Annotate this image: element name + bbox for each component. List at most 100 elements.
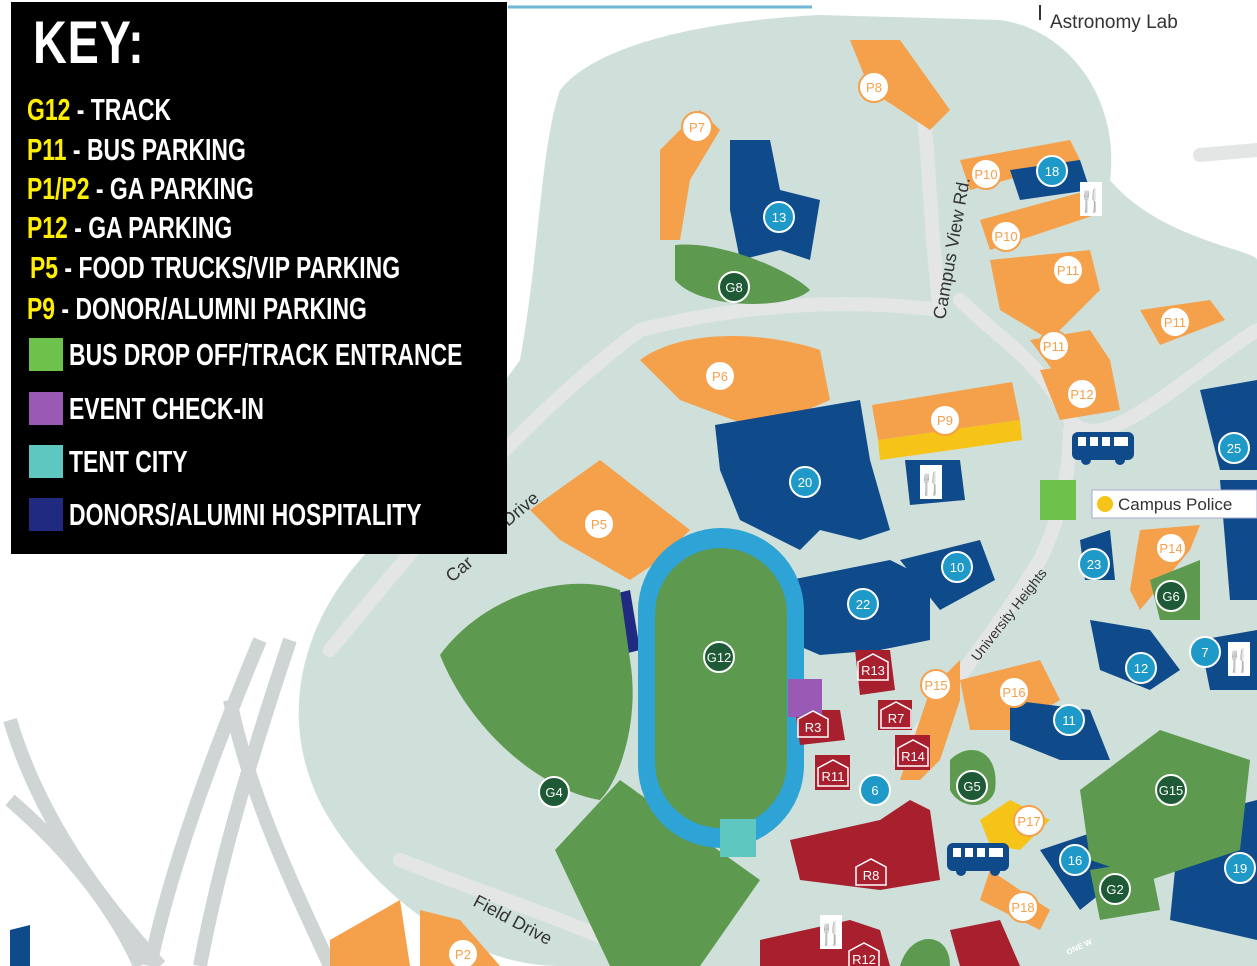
green-label-g5-text: G5 [963,779,980,794]
building-label-19: 19 [1224,852,1256,884]
dining-icon: 🍴 [1077,182,1105,216]
parking-label-p11-text: P11 [1164,315,1186,330]
parking-label-p2: P2 [447,938,479,966]
building-label-13-text: 13 [772,210,786,225]
lot-p2 [420,910,500,966]
green-label-g8-text: G8 [725,280,742,295]
green-label-g6: G6 [1155,580,1187,612]
parking-label-p5: P5 [583,508,615,540]
legend-code: G12 [27,92,71,127]
bldg-bottom-left [10,925,30,966]
legend-label-tent-city: TENT CITY [69,444,188,479]
building-label-10: 10 [941,551,973,583]
residence-label-text: R14 [901,749,925,764]
green-label-g5: G5 [956,770,988,802]
svg-text:🍴: 🍴 [917,471,944,497]
building-label-13: 13 [763,201,795,233]
parking-label-p15-text: P15 [924,678,947,693]
bus-dropoff-square [1040,480,1076,520]
parking-label-p18-text: P18 [1011,900,1034,915]
parking-label-p9-text: P9 [937,413,953,428]
legend-title: KEY: [33,9,145,76]
building-label-7-text: 7 [1201,645,1208,660]
residence-label-r11: R11 [817,759,849,787]
legend-label-event-checkin: EVENT CHECK-IN [69,391,265,426]
green-baseball [440,583,633,800]
tent-city-square [720,819,756,857]
building-label-19-text: 19 [1233,861,1247,876]
parking-label-p6: P6 [704,360,736,392]
legend-swatch-bus-dropoff [29,338,63,371]
legend-row-track: G12 - TRACK [27,93,171,127]
building-label-11-text: 11 [1062,713,1076,728]
legend-desc: - TRACK [70,92,172,127]
legend-desc: - DONOR/ALUMNI PARKING [55,291,367,326]
legend-row-food-trucks: P5 - FOOD TRUCKS/VIP PARKING [30,251,400,285]
residence-label-text: R7 [888,711,905,726]
parking-label-p10: P10 [990,220,1022,252]
residence-label-text: R13 [861,663,885,678]
parking-label-p18: P18 [1007,891,1039,923]
parking-label-p12: P12 [1066,378,1098,410]
svg-text:🍴: 🍴 [1077,188,1104,214]
legend-desc: - BUS PARKING [66,132,246,167]
building-label-22: 22 [847,588,879,620]
police-label-box [1091,489,1257,519]
legend-label-donor-hospitality: DONORS/ALUMNI HOSPITALITY [69,497,422,532]
green-label-g15: G15 [1155,774,1187,806]
green-label-g15-text: G15 [1159,783,1184,798]
map-legend: KEY: G12 - TRACK P11 - BUS PARKING P1/P2… [11,2,507,554]
building-label-7: 7 [1189,636,1221,668]
parking-label-p10-text: P10 [974,167,997,182]
building-label-6: 6 [859,774,891,806]
legend-row-ga-parking-2: P12 - GA PARKING [27,211,232,245]
green-bottom [900,939,950,966]
event-checkin-square [788,679,822,717]
parking-label-p7-text: P7 [689,120,705,135]
building-label-20: 20 [789,466,821,498]
bldg-13 [730,140,820,260]
poi-campus-police: Campus Police [1118,495,1232,514]
legend-swatch-event-checkin [29,392,63,425]
legend-code: P11 [27,132,67,167]
parking-label-p8: P8 [858,71,890,103]
green-label-g2: G2 [1099,873,1131,905]
green-label-g8: G8 [718,271,750,303]
parking-label-p15: P15 [920,669,952,701]
building-label-10-text: 10 [950,560,964,575]
residence-label-r3: R3 [797,710,829,738]
legend-code: P5 [30,250,59,285]
legend-row-donor-parking: P9 - DONOR/ALUMNI PARKING [27,292,367,326]
green-label-g4-text: G4 [545,785,562,800]
green-label-g4: G4 [538,776,570,808]
residence-label-text: R12 [852,952,876,966]
green-label-g6-text: G6 [1162,589,1179,604]
parking-label-p16-text: P16 [1002,685,1025,700]
parking-label-p10-text: P10 [994,229,1017,244]
legend-desc: - FOOD TRUCKS/VIP PARKING [58,250,401,285]
res-bottom [950,920,1020,966]
parking-label-p11: P11 [1159,306,1191,338]
building-label-16: 16 [1059,844,1091,876]
svg-text:🍴: 🍴 [817,921,844,947]
lot-p9-yellow [878,420,1022,460]
residence-label-r7: R7 [880,701,912,729]
dining-icon: 🍴 [1225,642,1253,676]
parking-label-p14-text: P14 [1159,541,1182,556]
building-label-12-text: 12 [1134,661,1148,676]
legend-swatch-tent-city [29,445,63,478]
parking-label-p17-text: P17 [1017,814,1040,829]
bus-icon [1072,432,1134,465]
green-label-g12: G12 [703,641,735,673]
building-label-18-text: 18 [1045,164,1059,179]
building-label-16-text: 16 [1068,853,1082,868]
residence-label-text: R3 [805,720,822,735]
building-label-12: 12 [1125,652,1157,684]
parking-label-p12-text: P12 [1070,387,1093,402]
green-g15 [1080,730,1250,880]
legend-code: P1/P2 [27,171,90,206]
lot-p8 [850,40,950,130]
dining-icon: 🍴 [817,915,845,949]
building-label-22-text: 22 [856,597,870,612]
parking-label-p10: P10 [970,158,1002,190]
